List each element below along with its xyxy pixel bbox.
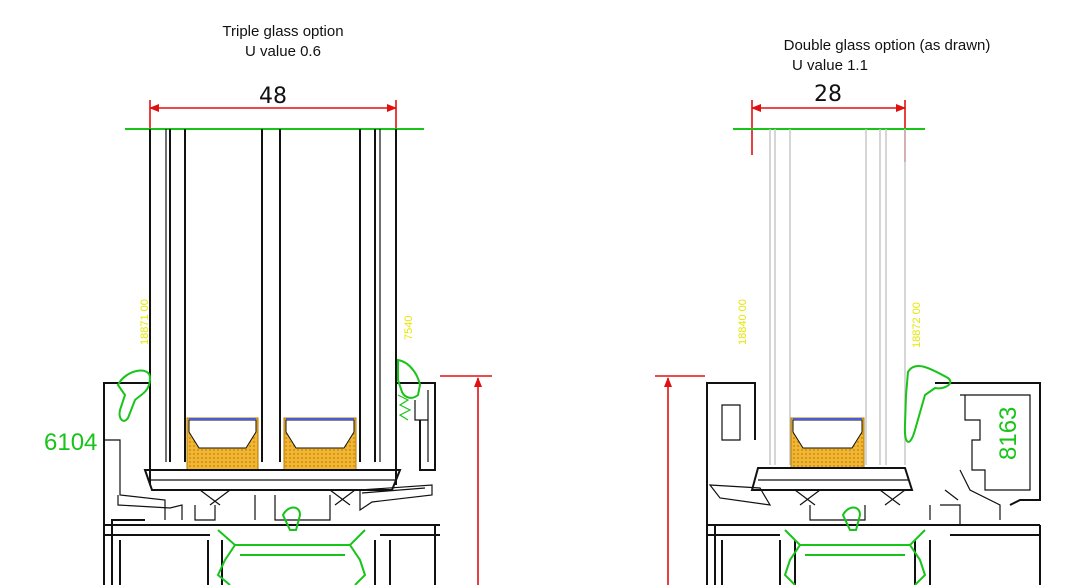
- double-code-right: 18872 00: [911, 302, 923, 348]
- triple-caption-line1: Triple glass option: [222, 23, 343, 40]
- double-setting-block: [708, 467, 959, 506]
- triple-glass-panes: [149, 129, 397, 485]
- double-caption-line2: U value 1.1: [792, 57, 868, 74]
- double-spacer: [790, 417, 865, 469]
- triple-code-side: 6104: [44, 429, 97, 456]
- triple-caption-line2: U value 0.6: [245, 43, 321, 60]
- triple-spacer-right: [283, 417, 357, 471]
- double-glass-section: Double glass option (as drawn) U value 1…: [655, 37, 1041, 585]
- double-code-left: 18840 00: [737, 299, 749, 345]
- triple-glass-section: Triple glass option U value 0.6 48: [44, 23, 492, 585]
- double-gaskets: [783, 364, 952, 585]
- double-frame-profile: [706, 382, 1041, 585]
- double-glass-panes: [769, 129, 906, 465]
- triple-width-dimension: 48: [259, 84, 287, 109]
- triple-code-right-label: 7540: [403, 316, 415, 340]
- triple-spacer-left: [186, 417, 259, 471]
- double-caption-line1: Double glass option (as drawn): [784, 37, 991, 54]
- triple-frame-profile: [103, 382, 440, 585]
- triple-setting-block: [143, 469, 433, 512]
- triple-gaskets: [116, 358, 422, 585]
- double-width-dimension: 28: [814, 82, 842, 107]
- triple-code-left: 18871 00: [139, 299, 151, 345]
- double-code-side: 8163: [995, 407, 1022, 460]
